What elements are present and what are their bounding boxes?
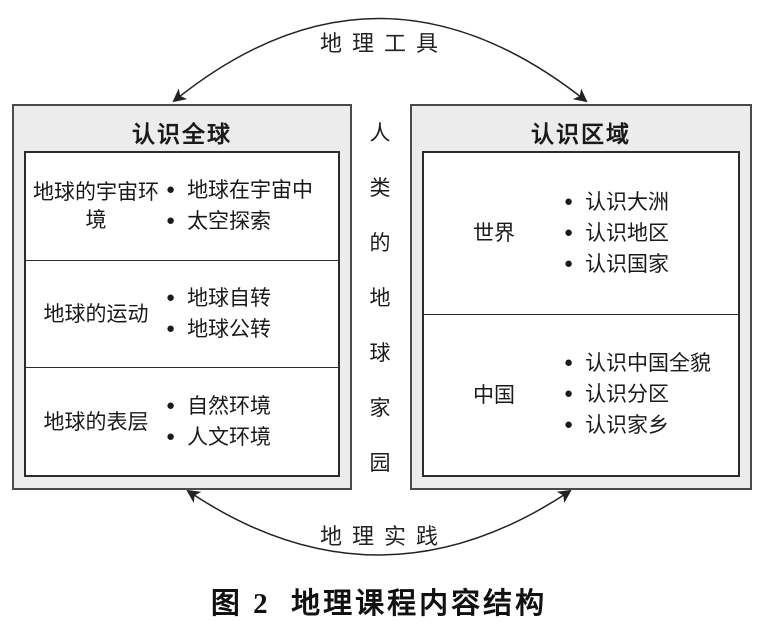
bullet-icon: ● [564,224,574,241]
panel-global-inner: 地球的宇宙环境 ● 地球在宇宙中 ● 太空探索 地球的运动 ● [24,151,340,477]
figure-caption: 图 2 地理课程内容结构 [210,588,548,620]
center-vertical-label: 人 类 的 地 球 家 园 [359,117,401,477]
vertical-char: 园 [369,451,391,475]
list-item: ● 认识地区 [564,220,738,245]
item-text: 地球自转 [187,285,272,310]
bullet-icon: ● [166,397,176,414]
list-item: ● 认识分区 [564,383,738,406]
bullet-icon: ● [166,321,176,338]
list-item: ● 地球自转 [166,285,338,310]
bullet-icon: ● [166,428,176,445]
top-arc-label: 地理工具 [319,31,448,56]
row-label: 地球的宇宙环境 [33,179,159,233]
item-list: ● 自然环境 ● 人文环境 [166,393,338,449]
bullet-icon: ● [564,193,574,210]
row-label: 地球的表层 [43,409,149,434]
item-text: 地球公转 [187,317,272,341]
item-text: 认识地区 [585,220,670,245]
item-text: 认识大洲 [585,189,670,214]
vertical-char: 人 [369,121,391,145]
row-label: 世界 [473,221,515,246]
vertical-char: 家 [369,396,391,420]
bullet-icon: ● [564,386,574,403]
vertical-char: 地 [369,286,391,310]
bullet-icon: ● [166,182,176,199]
item-text: 认识国家 [585,251,670,276]
row-label: 地球的运动 [43,301,149,326]
bullet-icon: ● [564,417,574,434]
row-earth-motion: 地球的运动 ● 地球自转 ● 地球公转 [26,259,338,368]
list-item: ● 认识国家 [564,251,738,276]
row-earth-cosmic-environment: 地球的宇宙环境 ● 地球在宇宙中 ● 太空探索 [26,153,338,260]
row-world: 世界 ● 认识大洲 ● 认识地区 ● 认识国家 [424,153,738,314]
row-earth-surface: 地球的表层 ● 自然环境 ● 人文环境 [26,367,338,475]
item-text: 自然环境 [187,393,272,418]
panel-region-inner: 世界 ● 认识大洲 ● 认识地区 ● 认识国家 [422,151,740,477]
item-list: ● 地球在宇宙中 ● 太空探索 [166,179,338,233]
panel-region: 认识区域 世界 ● 认识大洲 ● 认识地区 ● 认识国家 [410,104,752,490]
vertical-char: 球 [369,341,391,365]
list-item: ● 地球在宇宙中 [166,179,338,202]
item-text: 太空探索 [187,209,272,234]
bullet-icon: ● [564,255,574,272]
item-text: 认识中国全貌 [585,351,712,376]
list-item: ● 地球公转 [166,317,338,341]
item-list: ● 认识大洲 ● 认识地区 ● 认识国家 [564,189,738,276]
list-item: ● 太空探索 [166,210,338,233]
panel-global: 认识全球 地球的宇宙环境 ● 地球在宇宙中 ● 太空探索 地球的运动 [12,104,352,490]
list-item: ● 认识大洲 [564,189,738,214]
item-list: ● 地球自转 ● 地球公转 [166,285,338,341]
bullet-icon: ● [564,355,574,372]
item-text: 地球在宇宙中 [187,178,314,203]
row-label: 中国 [473,382,515,407]
list-item: ● 认识家乡 [564,414,738,437]
row-china: 中国 ● 认识中国全貌 ● 认识分区 ● 认识家乡 [424,313,738,476]
vertical-char: 的 [369,231,391,255]
bullet-icon: ● [166,289,176,306]
panel-global-title: 认识全球 [132,122,232,147]
item-text: 认识家乡 [585,413,670,438]
vertical-char: 类 [369,176,391,200]
bullet-icon: ● [166,213,176,230]
item-text: 人文环境 [187,424,272,449]
list-item: ● 人文环境 [166,424,338,449]
bottom-arc-label: 地理实践 [319,524,448,549]
item-text: 认识分区 [585,382,670,407]
list-item: ● 自然环境 [166,393,338,418]
item-list: ● 认识中国全貌 ● 认识分区 ● 认识家乡 [564,352,738,437]
panel-region-title: 认识区域 [531,122,631,147]
list-item: ● 认识中国全貌 [564,352,738,375]
